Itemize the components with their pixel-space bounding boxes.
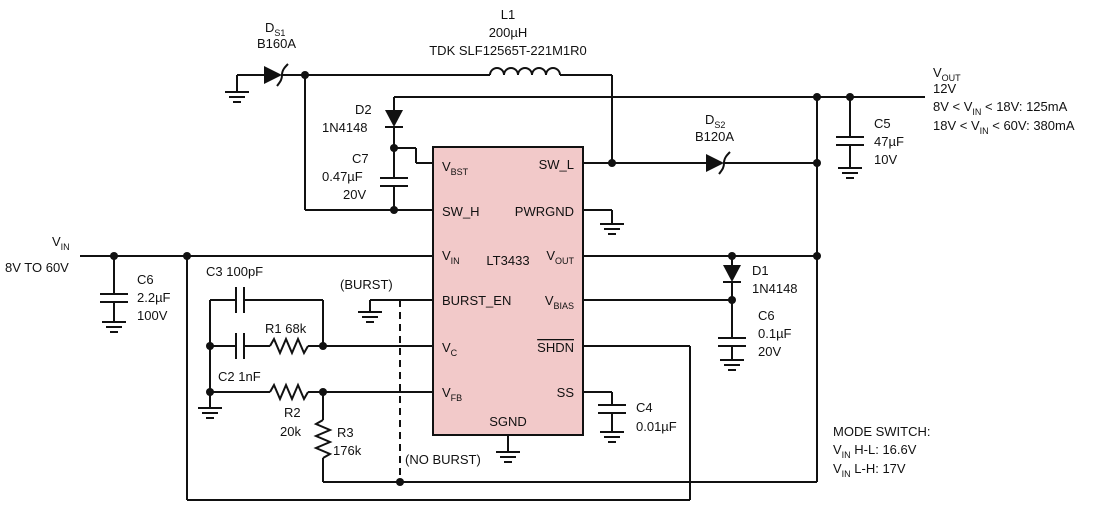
capacitor-c3 <box>235 287 245 313</box>
junction-dot <box>813 159 821 167</box>
c3-label: C3 100pF <box>206 264 263 279</box>
capacitor-c5 <box>836 136 864 146</box>
c5-ref: C5 <box>874 116 891 131</box>
mode-switch-hl: VIN H-L: 16.6V <box>833 442 917 460</box>
capacitor-c7 <box>380 177 408 187</box>
output-spec-2: 18V < VIN < 60V: 380mA <box>933 118 1075 136</box>
l1-part: TDK SLF12565T-221M1R0 <box>429 43 587 58</box>
output-label: VOUT <box>933 65 961 83</box>
junction-dot <box>396 478 404 486</box>
diode-d1 <box>723 265 741 283</box>
pin-pwrgnd: PWRGND <box>515 204 574 219</box>
d1-value: 1N4148 <box>752 281 798 296</box>
resistor-r1 <box>269 336 309 356</box>
c6-bias-voltage: 20V <box>758 344 781 359</box>
ground-symbol <box>600 223 624 235</box>
ground-symbol <box>496 451 520 463</box>
c7-value: 0.47µF <box>322 169 363 184</box>
c6-input-ref: C6 <box>137 272 154 287</box>
output-spec-1: 8V < VIN < 18V: 125mA <box>933 99 1068 117</box>
c2-label: C2 1nF <box>218 369 261 384</box>
ic-body <box>432 146 584 436</box>
capacitor-c6-bias <box>718 337 746 347</box>
output-voltage: 12V <box>933 81 956 96</box>
mode-switch-title: MODE SWITCH: <box>833 424 931 439</box>
pin-shdn: SHDN <box>537 340 574 355</box>
burst-label: (BURST) <box>340 277 393 292</box>
pin-vout: VOUT <box>546 248 574 266</box>
capacitor-c4 <box>598 404 626 414</box>
ground-symbol <box>102 321 126 333</box>
pin-vfb: VFB <box>442 385 462 403</box>
ground-symbol <box>198 407 222 419</box>
ds2-ref: DS2 <box>705 112 725 130</box>
pin-sw-l: SW_L <box>539 157 574 172</box>
capacitor-c6-input <box>100 293 128 303</box>
ground-symbol <box>225 75 249 103</box>
junction-dot <box>608 159 616 167</box>
c7-ref: C7 <box>352 151 369 166</box>
pin-burst-en: BURST_EN <box>442 293 511 308</box>
r2-ref: R2 <box>284 405 301 420</box>
c6-input-value: 2.2µF <box>137 290 171 305</box>
l1-ref: L1 <box>501 7 515 22</box>
pin-ss: SS <box>557 385 575 400</box>
ds1-ref: DS1 <box>265 20 285 38</box>
c5-voltage: 10V <box>874 152 897 167</box>
ds1-value: B160A <box>257 36 296 51</box>
ds2-value: B120A <box>695 129 734 144</box>
input-range: 8V TO 60V <box>5 260 69 275</box>
junction-dot <box>728 296 736 304</box>
pin-vbias: VBIAS <box>545 293 574 311</box>
mode-switch-lh: VIN L-H: 17V <box>833 461 906 479</box>
pin-vbst: VBST <box>442 159 469 177</box>
d2-ref: D2 <box>355 102 372 117</box>
resistor-r2 <box>269 382 309 402</box>
capacitor-c2 <box>235 333 245 359</box>
r3-value: 176k <box>333 443 362 458</box>
pin-sgnd: SGND <box>489 414 527 429</box>
c7-voltage: 20V <box>343 187 366 202</box>
r3-ref: R3 <box>337 425 354 440</box>
d1-ref: D1 <box>752 263 769 278</box>
diode-d2 <box>385 110 403 128</box>
c6-bias-ref: C6 <box>758 308 775 323</box>
ic-name: LT3433 <box>486 253 529 268</box>
resistor-r3 <box>313 419 333 459</box>
c4-value: 0.01µF <box>636 419 677 434</box>
c4-ref: C4 <box>636 400 653 415</box>
c6-input-voltage: 100V <box>137 308 168 323</box>
pin-vin: VIN <box>442 248 460 266</box>
r1-label: R1 68k <box>265 321 307 336</box>
ground-symbol <box>838 167 862 179</box>
pin-vc: VC <box>442 340 458 358</box>
ground-symbol <box>358 311 382 323</box>
c6-bias-value: 0.1µF <box>758 326 792 341</box>
ground-symbol <box>720 359 744 371</box>
inductor-l1 <box>489 67 561 76</box>
junction-dot <box>813 93 821 101</box>
ground-symbol <box>600 431 624 443</box>
d2-value: 1N4148 <box>322 120 368 135</box>
r2-value: 20k <box>280 424 301 439</box>
input-label: VIN <box>52 234 70 252</box>
no-burst-label: (NO BURST) <box>405 452 481 467</box>
pin-sw-h: SW_H <box>442 204 480 219</box>
c5-value: 47µF <box>874 134 904 149</box>
junction-dot <box>319 342 327 350</box>
l1-value: 200µH <box>489 25 528 40</box>
